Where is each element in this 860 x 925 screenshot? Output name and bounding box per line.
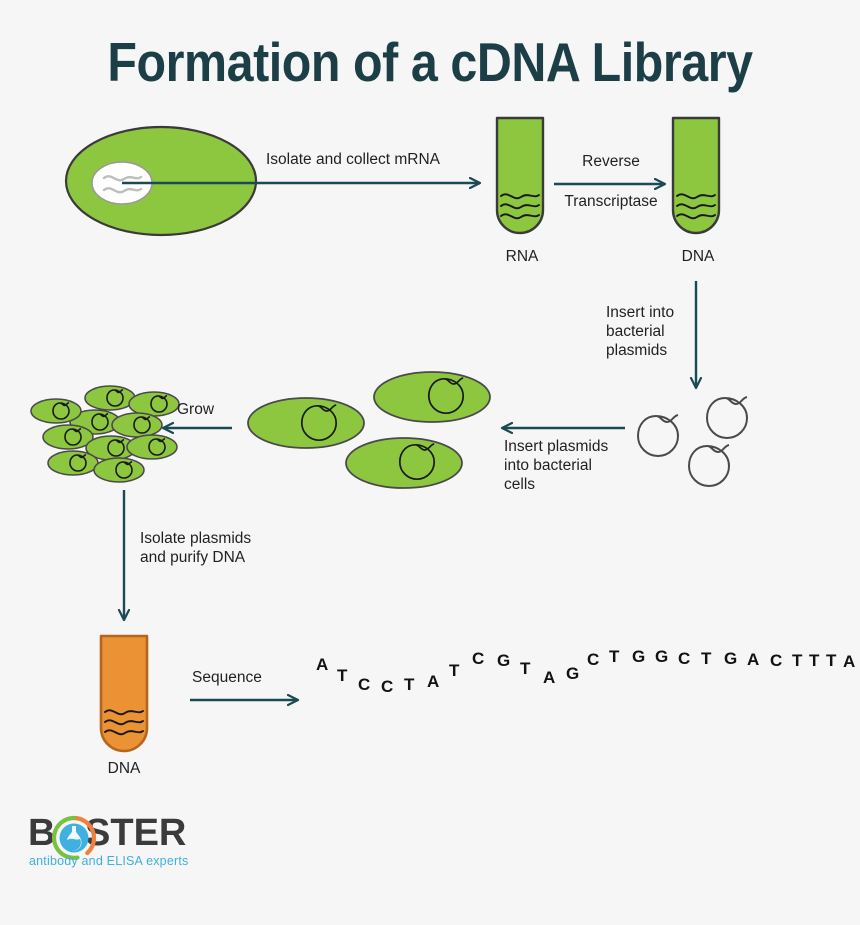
free-plasmid-group [637, 396, 748, 487]
logo-wordmark: BOSTER [28, 812, 186, 855]
label-insert-into-cells: Insert plasmids into bacterial cells [504, 438, 609, 493]
boster-logo[interactable]: BOSTER antibody and ELISA experts [28, 810, 218, 872]
logo-letter-b: B [28, 812, 56, 854]
colony-cell [42, 424, 94, 450]
colony-cell [84, 385, 136, 411]
label-grow: Grow [177, 401, 215, 418]
plasmid-icon [706, 396, 748, 439]
bacterium-with-plasmid [373, 371, 491, 423]
dna-tube-label: DNA [681, 248, 715, 265]
logo-mark-icon [51, 815, 97, 860]
dna-tube [671, 116, 721, 235]
colony-cell [93, 457, 145, 483]
purified-dna-tube-label: DNA [107, 760, 141, 777]
transformed-bacteria-group [247, 371, 491, 489]
plasmid-icon [637, 414, 679, 457]
colony-cell [128, 391, 180, 417]
label-insert-into-plasmids: Insert into bacterial plasmids [606, 304, 675, 359]
label-transcriptase: Transcriptase [564, 193, 658, 210]
colony-cell [30, 398, 82, 424]
label-isolate-purify: Isolate plasmids and purify DNA [140, 530, 252, 566]
colony-cell [47, 450, 99, 476]
rna-tube [495, 116, 545, 235]
label-isolate-mrna: Isolate and collect mRNA [266, 151, 441, 168]
plasmid-icon [688, 444, 730, 487]
page-title: Formation of a cDNA Library [107, 31, 753, 93]
bacterium-with-plasmid [247, 397, 365, 449]
bacterium-with-plasmid [345, 437, 463, 489]
bacterial-colony [30, 385, 180, 483]
logo-tagline: antibody and ELISA experts [29, 854, 189, 868]
label-reverse: Reverse [582, 153, 640, 170]
label-sequence: Sequence [192, 669, 262, 686]
colony-cell [126, 434, 178, 460]
purified-dna-tube [99, 634, 149, 753]
eukaryotic-cell [64, 125, 258, 237]
colony-cell [111, 412, 163, 438]
rna-tube-label: RNA [505, 248, 539, 265]
logo-letters-ster: STER [85, 812, 187, 854]
